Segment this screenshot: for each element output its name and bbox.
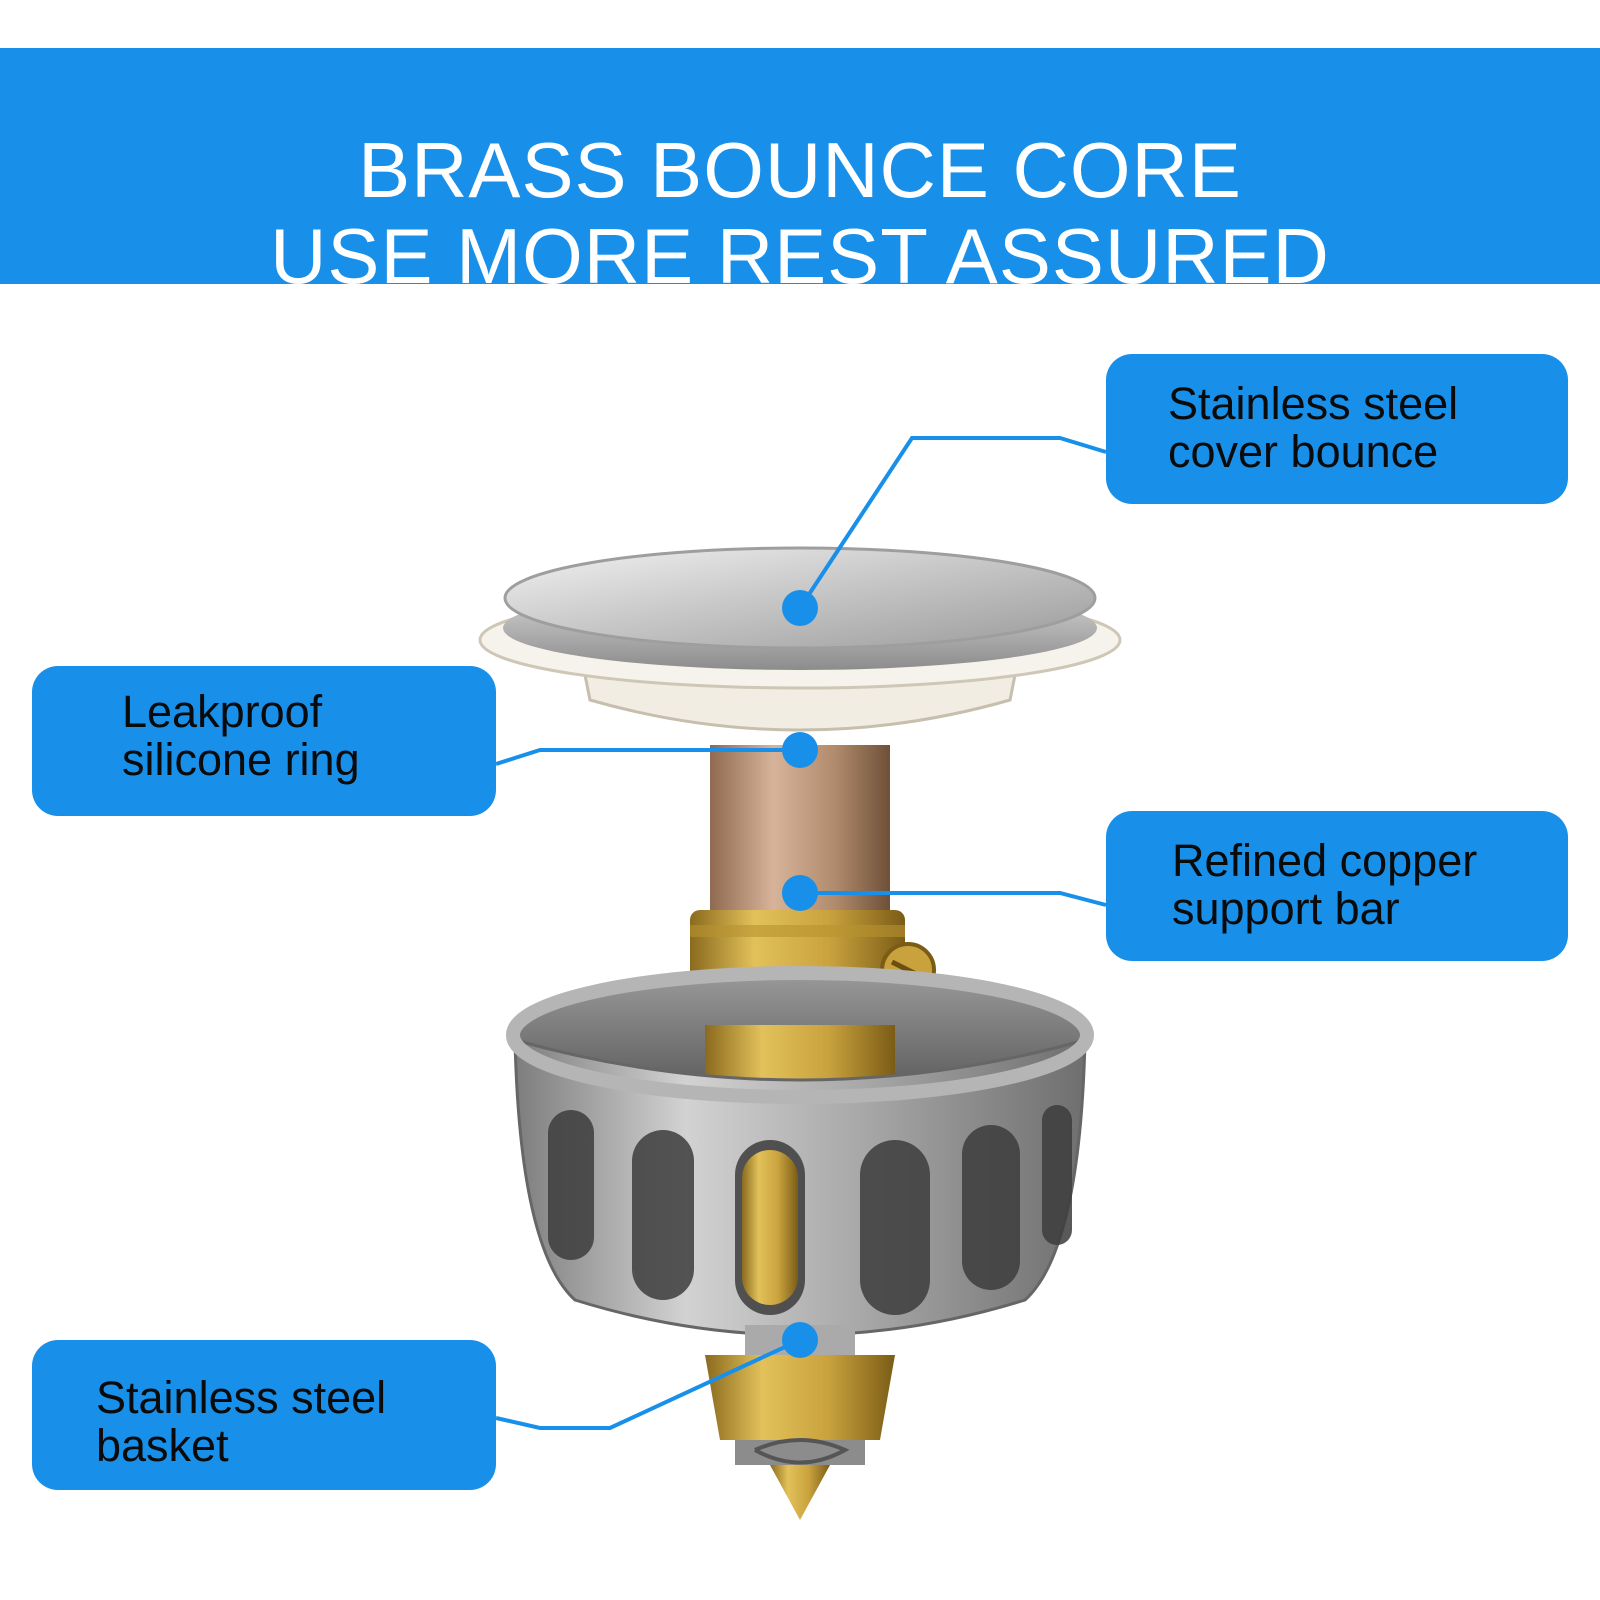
callout-silicone-ring: Leakproof silicone ring xyxy=(32,666,496,816)
callout-copper-line-2: support bar xyxy=(1172,883,1400,934)
header-banner: BRASS BOUNCE CORE USE MORE REST ASSURED xyxy=(0,48,1600,300)
callout-basket-text: Stainless steel basket xyxy=(96,1374,386,1470)
banner-title-line-2: USE MORE REST ASSURED xyxy=(270,212,1330,300)
callout-cover-line-1: Stainless steel xyxy=(1168,378,1459,429)
callout-cover-line-2: cover bounce xyxy=(1168,426,1439,477)
callout-copper-text: Refined copper support bar xyxy=(1172,837,1477,933)
callout-cover-text: Stainless steel cover bounce xyxy=(1168,380,1458,476)
banner-title-line-1: BRASS BOUNCE CORE xyxy=(358,126,1242,214)
callout-basket-line-1: Stainless steel xyxy=(96,1372,387,1423)
callout-copper-line-1: Refined copper xyxy=(1172,835,1478,886)
callout-basket-line-2: basket xyxy=(96,1420,229,1471)
callout-ring-text: Leakproof silicone ring xyxy=(122,688,360,784)
callout-ring-line-1: Leakproof xyxy=(122,686,323,737)
callout-ring-line-2: silicone ring xyxy=(122,734,360,785)
callout-copper-bar: Refined copper support bar xyxy=(1106,811,1568,961)
callout-cover-bounce: Stainless steel cover bounce xyxy=(1106,354,1568,504)
callout-steel-basket: Stainless steel basket xyxy=(32,1340,496,1490)
